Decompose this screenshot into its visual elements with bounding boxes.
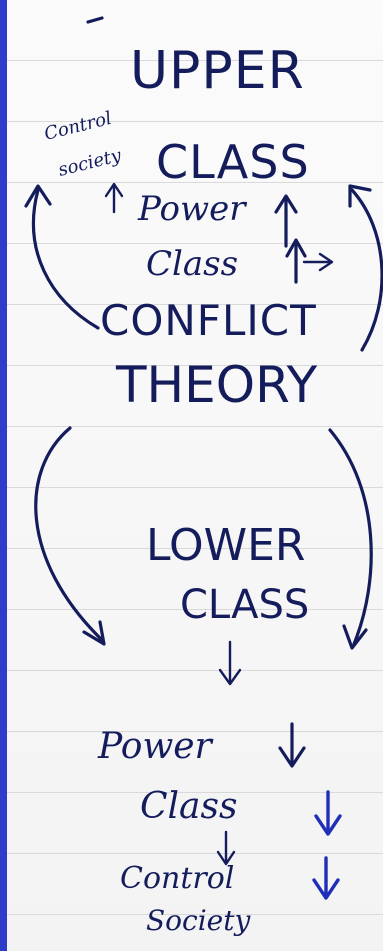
lower-title: LOWER [146,520,305,571]
stray-dash [86,16,104,24]
lower-class-title: CLASS [180,582,309,628]
margin-line [0,0,7,951]
lower-power-label: Power [97,726,214,767]
upper-side-note-line2: society [56,145,124,181]
upper-side-note-line1: Control [42,108,114,145]
curved-arrow-icon [348,184,383,352]
upper-power-label: Power [137,189,247,229]
down-arrow-icon [216,830,236,866]
lower-class-label: Class [140,786,237,827]
curved-arrow-icon [34,426,106,646]
up-arrow-icon [274,194,298,248]
down-arrow-icon [312,856,340,900]
upper-title: UPPER [130,41,305,101]
down-arrow-icon [314,790,342,836]
curved-arrow-icon [24,184,100,330]
lower-control-line2: Society [146,904,251,937]
up-arrow-icon [104,182,124,214]
upper-class-title: CLASS [156,135,310,189]
right-arrow-icon [302,252,334,272]
upper-class-label: Class [146,244,238,284]
curved-arrow-icon [328,428,373,650]
down-arrow-icon [278,722,306,768]
lower-control-line1: Control [120,861,234,896]
theory-label: THEORY [115,356,318,414]
conflict-label: CONFLICT [100,296,317,345]
down-arrow-icon [218,640,242,686]
up-arrow-icon [285,238,307,284]
